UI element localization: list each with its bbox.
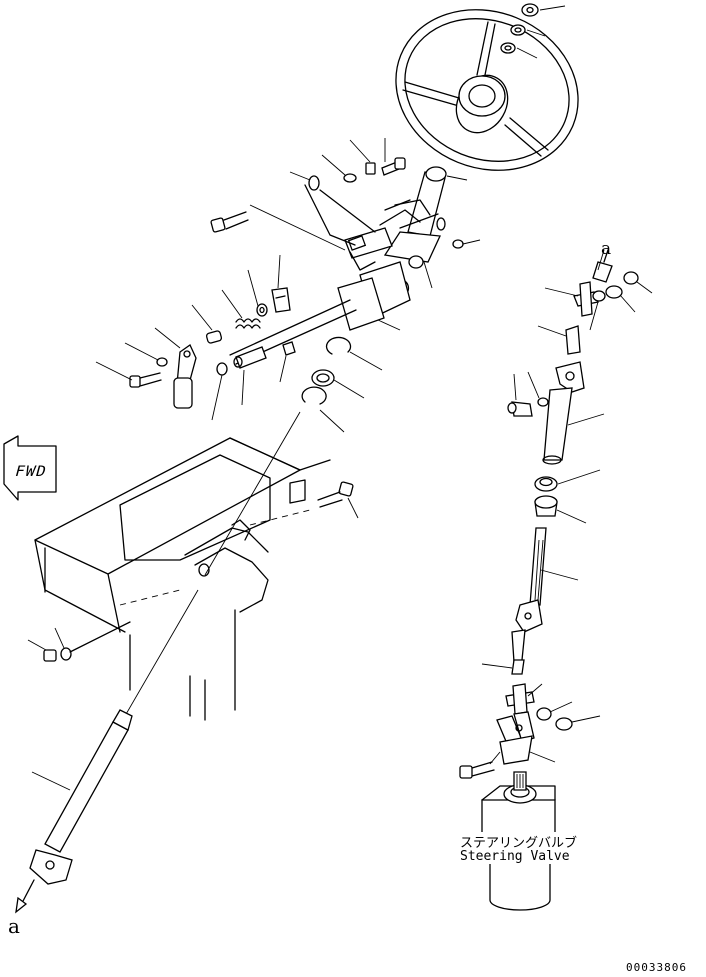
panel-bolt — [317, 481, 359, 519]
valve-label-english: Steering Valve — [458, 849, 572, 864]
snap-ring — [301, 336, 383, 433]
tilt-lock-lever — [271, 254, 291, 313]
yoke-upper — [507, 361, 605, 465]
steering-wheel — [395, 9, 579, 171]
drawing-number: 00033806 — [626, 961, 687, 974]
reference-a-top: a — [601, 239, 612, 259]
panel-nut — [27, 621, 131, 662]
valve-label-japanese: ステアリングバルブ — [458, 832, 580, 851]
fwd-arrow — [3, 435, 57, 501]
wheel-nut — [521, 3, 566, 17]
intermediate-shaft — [15, 411, 301, 914]
yoke-lower — [459, 711, 556, 779]
universal-joint-upper — [537, 249, 653, 355]
bolt-cluster-top — [289, 138, 406, 246]
reference-a-bottom: a — [8, 914, 20, 938]
long-bolt-left — [210, 204, 346, 251]
reference-leader — [597, 249, 605, 271]
wheel-washer — [500, 24, 546, 59]
bearing-ring — [534, 469, 601, 524]
lever-arm — [95, 327, 197, 409]
splined-shaft — [511, 527, 579, 663]
steering-column-upper — [229, 166, 468, 365]
dash-panel — [34, 437, 331, 721]
tilt-bracket — [344, 199, 481, 271]
fwd-label: FWD — [13, 462, 49, 480]
shaft-pin — [211, 341, 296, 421]
spring-washer-set — [191, 269, 268, 344]
